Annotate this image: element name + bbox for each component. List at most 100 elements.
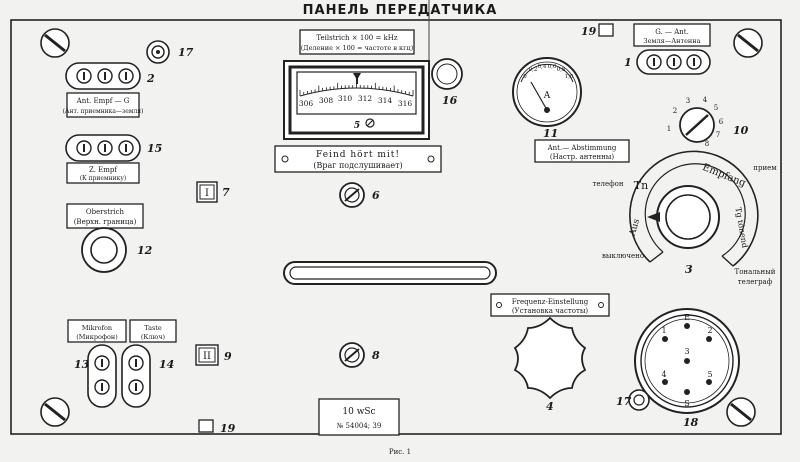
frequency-scale-5: 306 308 310 312 314 316 [283, 60, 430, 140]
scale-tick-312: 312 [358, 94, 373, 103]
scale-tick-310: 310 [338, 94, 353, 103]
label-12: 12 [137, 244, 153, 257]
knob-8 [339, 342, 365, 368]
label-2: 2 [146, 72, 155, 85]
label-1: 1 [624, 56, 632, 69]
nameplate: 10 wSc № 54004; 39 [318, 398, 400, 436]
label-5: 5 [354, 121, 360, 131]
panel-handle [283, 261, 497, 285]
svg-text:Teilstrich × 100 = kHz: Teilstrich × 100 = kHz [316, 34, 398, 42]
svg-text:Земля—Антенна: Земля—Антенна [644, 37, 701, 45]
plate-feind-hoert-mit: Feind hört mit! (Враг подслушивает) [274, 145, 442, 173]
svg-text:(Верхн. граница): (Верхн. граница) [74, 218, 137, 226]
svg-text:(Ант. приемника—земля): (Ант. приемника—земля) [63, 108, 144, 115]
label-11: 11 [543, 127, 558, 140]
switch-tick-1: 1 [667, 125, 671, 133]
label-16: 16 [442, 94, 458, 107]
meter-tick-0-4: 0,4 [538, 64, 547, 70]
terminal-pair-2 [65, 62, 141, 90]
label-4: 4 [546, 400, 554, 413]
frequency-knob-4 [513, 316, 587, 400]
svg-text:II: II [203, 351, 211, 362]
meter-tick-0-2: 0,2 [529, 67, 538, 73]
pin-3: 3 [684, 347, 689, 356]
switch-tick-5: 5 [714, 104, 718, 112]
pin-5: 5 [707, 370, 712, 379]
mode-empfang: Empfang [701, 162, 748, 190]
svg-text:10 wSc: 10 wSc [342, 407, 375, 417]
jack-13 [87, 344, 117, 408]
scale-tick-314: 314 [378, 96, 393, 105]
switch-tick-3: 3 [686, 97, 690, 105]
plate-taste: Taste (Ключ) [129, 319, 177, 343]
mode-aus: Aus [628, 218, 642, 238]
svg-text:Frequenz-Einstellung: Frequenz-Einstellung [512, 298, 589, 306]
scale-tick-316: 316 [398, 99, 413, 108]
meter-tick-1-0: 1,0 [565, 74, 574, 80]
label-19-top: 19 [581, 25, 597, 38]
svg-text:(Враг подслушивает): (Враг подслушивает) [313, 161, 402, 170]
terminal-pair-1 [636, 49, 711, 75]
indicator-19-bottom [198, 419, 214, 433]
mode-ru-telephone: телефон [593, 180, 624, 188]
svg-text:Feind hört mit!: Feind hört mit! [316, 150, 400, 160]
mode-tn: Tn [634, 179, 648, 192]
label-15: 15 [147, 142, 162, 155]
meter-letter: A [543, 91, 551, 101]
scale-tick-306: 306 [299, 99, 314, 108]
label-6: 6 [372, 189, 380, 202]
switch-7: I [196, 181, 218, 203]
pin-2: 2 [707, 326, 712, 335]
svg-text:(Деление × 100 = частоте в кгц: (Деление × 100 = частоте в кгц) [301, 44, 414, 52]
plate-z-empf: Z. Empf (К приемнику) [66, 162, 140, 184]
plate-frequenz-einstellung: Frequenz-Einstellung (Установка частоты) [490, 293, 610, 317]
plate-ant-abstimmung: Ant.— Abstimmung (Настр. антенны) [534, 139, 630, 163]
svg-text:(Микрофон): (Микрофон) [76, 333, 118, 341]
switch-tick-6: 6 [719, 118, 724, 126]
label-7: 7 [222, 186, 230, 199]
label-17-bottom: 17 [616, 395, 632, 408]
pin-e: E [684, 313, 690, 322]
switch-tick-2: 2 [673, 107, 677, 115]
svg-text:I: I [205, 188, 209, 199]
label-8: 8 [372, 349, 380, 362]
svg-text:Oberstrich: Oberstrich [86, 208, 125, 216]
figure-caption: Рис. 1 [389, 448, 411, 456]
pin-4: 4 [661, 370, 666, 379]
svg-text:№ 54004; 39: № 54004; 39 [337, 422, 382, 430]
meter-tick-0-6: 0,6 [548, 64, 557, 70]
corner-screw-top-left [40, 28, 70, 58]
connector-18: E 1 2 3 4 5 S [634, 308, 740, 414]
mode-ru-receive: прием [753, 164, 777, 172]
jack-14 [121, 344, 151, 408]
corner-screw-top-right [733, 28, 763, 58]
svg-text:Z. Empf: Z. Empf [89, 166, 118, 174]
meter-tick-0-8: 0,8 [557, 67, 566, 73]
svg-text:(К приемнику): (К приемнику) [80, 175, 127, 182]
svg-text:(Установка частоты): (Установка частоты) [512, 307, 589, 315]
selector-switch-10: 1 2 3 4 5 6 7 8 [667, 96, 724, 148]
svg-text:Ant.— Abstimmung: Ant.— Abstimmung [547, 144, 617, 152]
switch-tick-8: 8 [705, 140, 709, 148]
meter-tick-0: 0 [523, 74, 527, 80]
terminal-pair-15 [65, 134, 141, 162]
label-13: 13 [74, 358, 90, 371]
svg-text:G. — Ant.: G. — Ant. [655, 28, 689, 36]
indicator-19-top [598, 23, 614, 37]
mode-switch-3: Tn Empfang Tg tönend Aus [628, 150, 759, 267]
scale-tick-marks [299, 82, 414, 96]
svg-text:(Ключ): (Ключ) [141, 333, 166, 341]
knob-6 [339, 182, 365, 208]
lamp-16 [431, 58, 463, 90]
scale-tick-308: 308 [319, 96, 334, 105]
pin-1: 1 [661, 326, 666, 335]
pin-s: S [684, 399, 689, 408]
plate-teilstrich: Teilstrich × 100 = kHz (Деление × 100 = … [299, 29, 415, 55]
jack-17-top [146, 40, 170, 64]
svg-text:(Настр. антенны): (Настр. антенны) [550, 153, 614, 161]
mode-ru-telegraph: телеграф [738, 278, 773, 286]
svg-text:Taste: Taste [144, 324, 162, 332]
knob-12 [81, 227, 127, 273]
plate-mikrofon: Mikrofon (Микрофон) [67, 319, 127, 343]
